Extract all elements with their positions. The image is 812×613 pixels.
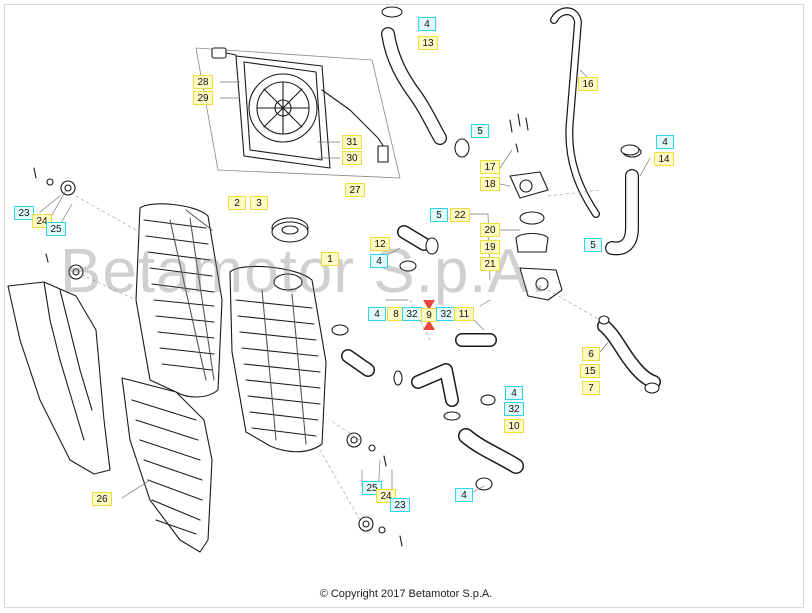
callout-2[interactable]: 2 (228, 196, 246, 210)
callout-6[interactable]: 6 (582, 347, 600, 361)
copyright-notice: © Copyright 2017 Betamotor S.p.A. (319, 588, 493, 600)
radiator-right (229, 265, 327, 453)
callout-18[interactable]: 18 (480, 177, 500, 191)
callout-23[interactable]: 23 (390, 498, 410, 512)
thermostat-housing (509, 113, 563, 301)
callout-20[interactable]: 20 (480, 223, 500, 237)
fan-group-outline (195, 47, 401, 179)
callout-32[interactable]: 32 (436, 307, 456, 321)
callout-10[interactable]: 10 (504, 419, 524, 433)
lower-hoses (341, 225, 661, 474)
callout-26[interactable]: 26 (92, 492, 112, 506)
callout-4[interactable]: 4 (656, 135, 674, 149)
callout-4[interactable]: 4 (418, 17, 436, 31)
cooling-fan (235, 55, 389, 169)
marker-top (423, 300, 435, 310)
callout-4[interactable]: 4 (505, 386, 523, 400)
callout-4[interactable]: 4 (368, 307, 386, 321)
callout-9[interactable]: 9 (421, 308, 437, 322)
callout-3[interactable]: 3 (250, 196, 268, 210)
grommets-bolts (33, 167, 403, 547)
callout-5[interactable]: 5 (430, 208, 448, 222)
callout-28[interactable]: 28 (193, 75, 213, 89)
callout-27[interactable]: 27 (345, 183, 365, 197)
radiator-cap (271, 217, 309, 243)
callout-16[interactable]: 16 (578, 77, 598, 91)
upper-hose-13 (381, 6, 470, 158)
callout-4[interactable]: 4 (370, 254, 388, 268)
callout-15[interactable]: 15 (580, 364, 600, 378)
callout-22[interactable]: 22 (450, 208, 470, 222)
callout-13[interactable]: 13 (418, 36, 438, 50)
callout-21[interactable]: 21 (480, 257, 500, 271)
callout-5[interactable]: 5 (584, 238, 602, 252)
radiator-left (135, 203, 223, 398)
clamps (331, 144, 660, 491)
callout-31[interactable]: 31 (342, 135, 362, 149)
radiator-shroud (7, 281, 213, 553)
hose-14 (605, 146, 642, 256)
callout-12[interactable]: 12 (370, 237, 390, 251)
callout-29[interactable]: 29 (193, 91, 213, 105)
marker-bottom (423, 320, 435, 330)
guide-lines (75, 189, 601, 521)
callout-14[interactable]: 14 (654, 152, 674, 166)
callout-32[interactable]: 32 (504, 402, 524, 416)
callout-30[interactable]: 30 (342, 151, 362, 165)
callout-19[interactable]: 19 (480, 240, 500, 254)
callout-32[interactable]: 32 (402, 307, 422, 321)
breather-pipe-16 (550, 7, 600, 218)
callout-23[interactable]: 23 (14, 206, 34, 220)
callout-11[interactable]: 11 (454, 307, 474, 321)
callout-4[interactable]: 4 (455, 488, 473, 502)
callout-17[interactable]: 17 (480, 160, 500, 174)
callout-7[interactable]: 7 (582, 381, 600, 395)
fan-bolt (211, 47, 237, 59)
callout-1[interactable]: 1 (321, 252, 339, 266)
callout-25[interactable]: 25 (46, 222, 66, 236)
callout-5[interactable]: 5 (471, 124, 489, 138)
